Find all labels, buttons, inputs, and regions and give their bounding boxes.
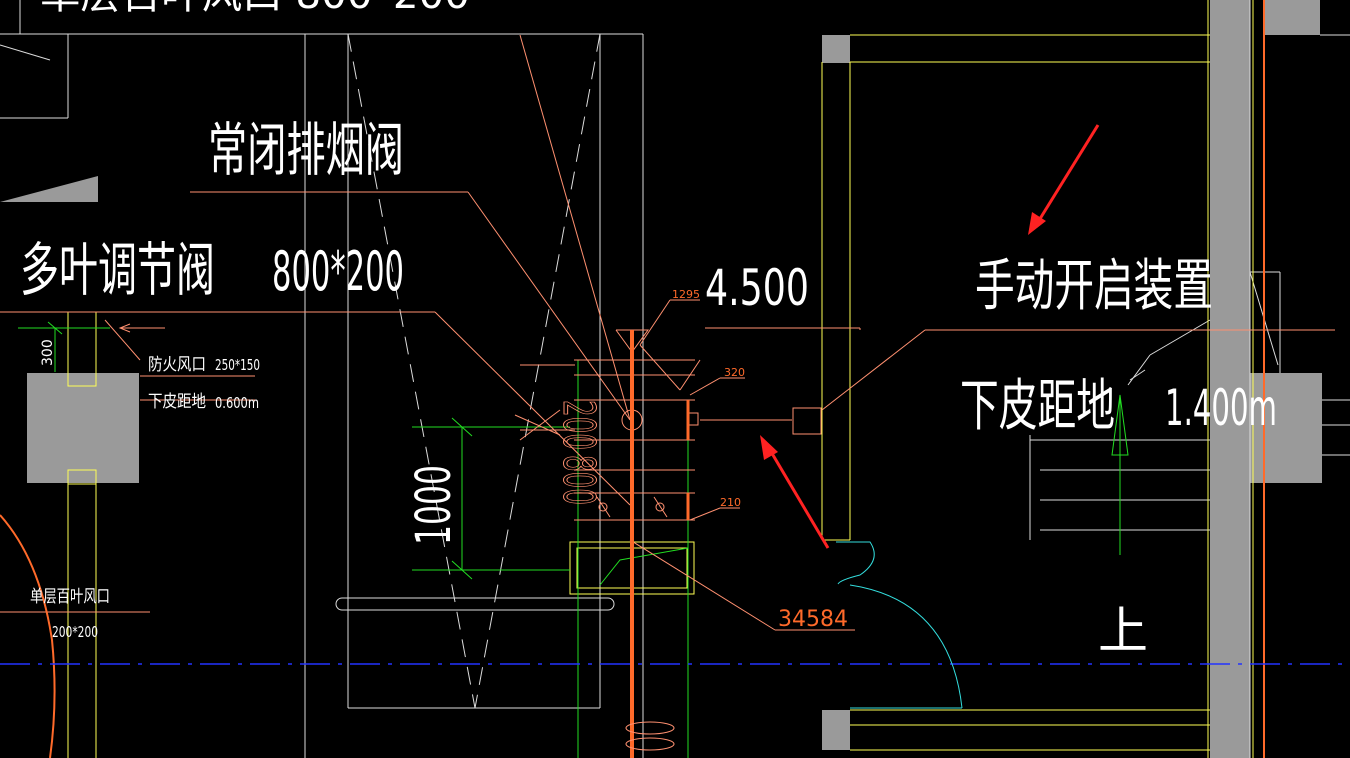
wall-bottom-left-block xyxy=(822,710,850,750)
column-left xyxy=(27,373,139,483)
red-annotation-arrows xyxy=(760,124,1100,549)
bottom-height-label: 下皮距地 xyxy=(960,374,1115,439)
tag-1295: 1295 xyxy=(672,288,700,301)
louver-vent-label: 单层百叶风口 xyxy=(30,587,110,607)
multi-leaf-damper-label: 多叶调节阀 xyxy=(20,236,215,304)
fire-vent-height-label: 下皮距地 xyxy=(148,392,206,412)
fire-vent-size: 250*150 xyxy=(215,356,260,374)
dim-200-label: 200 xyxy=(553,400,604,450)
dashed-shaft-lines xyxy=(347,33,601,709)
orange-pipes xyxy=(0,0,1265,758)
fire-vent-height-value: 0.600m xyxy=(215,394,259,412)
wall-right-top xyxy=(1265,0,1320,35)
tag-210: 210 xyxy=(720,496,741,509)
red-arrow-upper xyxy=(1036,124,1100,223)
red-arrow-lower-head xyxy=(760,435,778,460)
triangle-left-mark xyxy=(0,176,98,202)
dim-800-label: 800 xyxy=(553,455,604,505)
leader-lines xyxy=(0,34,1335,631)
bottom-height-value: 1.400m xyxy=(1165,379,1277,437)
smoke-valve-label: 常闭排烟阀 xyxy=(208,116,404,184)
door-swing xyxy=(836,541,963,709)
stair-up-label: 上 xyxy=(1098,602,1148,660)
louver-vent-size: 200*200 xyxy=(52,623,98,641)
tag-320: 320 xyxy=(724,366,745,379)
fire-vent-label: 防火风口 xyxy=(148,355,206,375)
red-arrow-upper-head xyxy=(1028,212,1046,235)
manual-device-label: 手动开启装置 xyxy=(975,254,1213,319)
column-right xyxy=(1210,373,1322,483)
dim-300-label: 300 xyxy=(40,339,56,366)
elevation-label: 4.500 xyxy=(705,259,809,317)
orange-tags: 1295 320 210 34584 xyxy=(672,288,848,632)
white-labels: 单层百叶风口 800*200 常闭排烟阀 多叶调节阀 800*200 4.500… xyxy=(20,0,1277,660)
tag-34584: 34584 xyxy=(778,607,848,632)
green-lines xyxy=(18,321,1121,758)
wall-top-left-block xyxy=(822,35,850,63)
dim-1000-label: 1000 xyxy=(406,465,462,545)
top-partial-label: 单层百叶风口 800*200 xyxy=(40,0,470,18)
yellow-lines xyxy=(67,0,1254,758)
rotated-dimension-labels: 200 800 xyxy=(553,400,605,506)
red-arrow-lower xyxy=(768,449,830,549)
stair-up-arrow xyxy=(1111,394,1129,456)
bottom-oval-marks xyxy=(625,721,675,751)
damper-size-label: 800*200 xyxy=(272,240,404,303)
